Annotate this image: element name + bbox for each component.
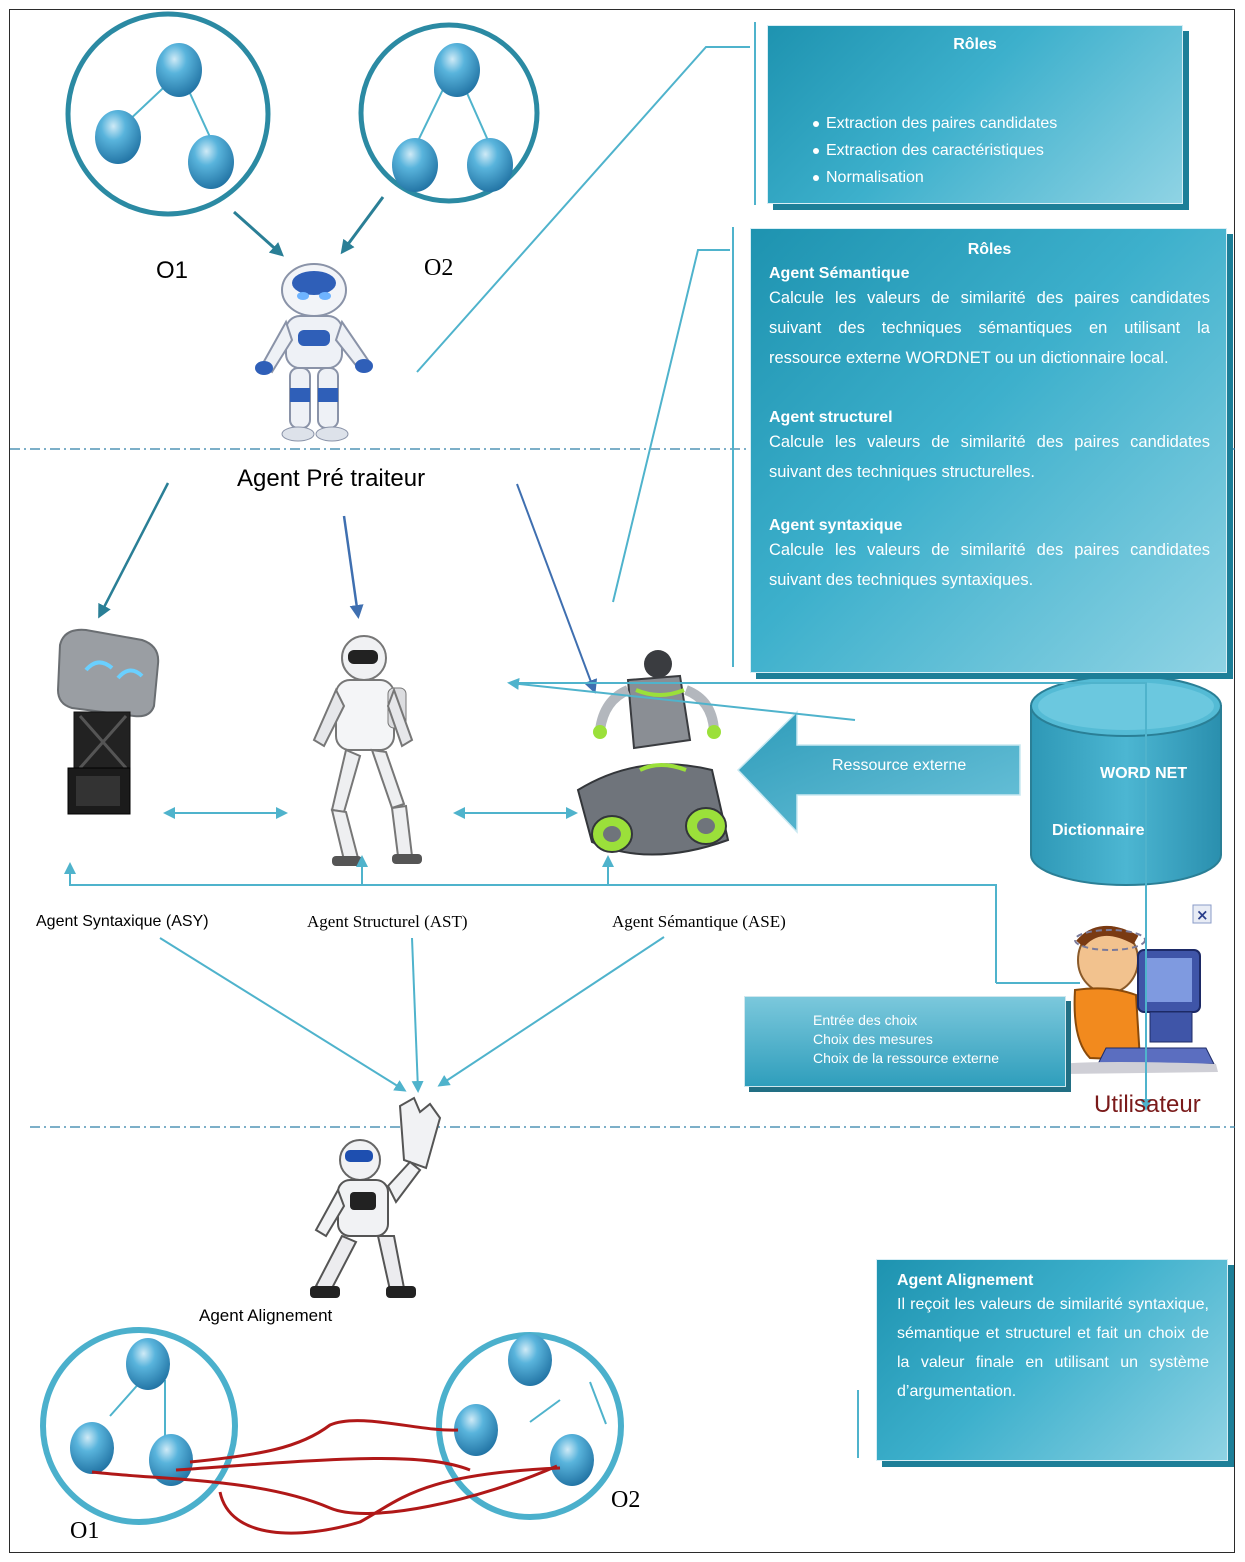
agent-preprocessor-label: Agent Pré traiteur: [237, 465, 426, 492]
external-resource-arrow: [736, 710, 1021, 834]
dictionary-label: Dictionnaire: [1052, 822, 1145, 839]
ontology-o2-top: [358, 22, 540, 204]
ontology-o2-bottom: [436, 1332, 624, 1520]
roles-box-1-item: Extraction des paires candidates: [813, 110, 1182, 137]
roles-box-agents: Rôles Agent Sémantique Calcule les valeu…: [750, 228, 1227, 673]
arrow-syntactic-to-alignment: [159, 937, 407, 1092]
arrow-pre-to-syntactic: [98, 482, 170, 619]
user-choice-item: Entrée des choix: [813, 1012, 918, 1028]
robot-structural-icon: [312, 635, 422, 866]
user-label: Utilisateur: [1094, 1091, 1201, 1118]
arrow-pre-to-semantic: [516, 483, 598, 694]
arrow-alignment-to-user: [510, 682, 1152, 1111]
roles-box-2-title: Rôles: [967, 241, 1012, 258]
user-feedback-bus: [64, 862, 997, 983]
syntactic-role-text: Calcule les valeurs de similarité des pa…: [769, 541, 1210, 589]
alignment-role-title: Agent Alignement: [897, 1272, 1034, 1289]
database-cylinder-icon: [1030, 675, 1222, 886]
wordnet-label: WORD NET: [1100, 765, 1188, 782]
arrow-box-to-alignment-agent: [507, 677, 856, 721]
ontology-o1-bottom: [40, 1327, 238, 1525]
agent-structural-label: Agent Structurel (AST): [307, 912, 468, 931]
user-computer-icon: ×: [1060, 904, 1218, 1074]
syntactic-role-title: Agent syntaxique: [769, 517, 903, 534]
structural-role-title: Agent structurel: [769, 409, 893, 426]
arrow-structural-to-alignment: [411, 937, 424, 1093]
user-choices-box: Entrée des choix Choix des mesures Choix…: [744, 996, 1066, 1087]
diagram-frame: [9, 9, 1235, 1553]
callout-line-roles-1: [416, 46, 750, 373]
robot-alignment-icon: [310, 1096, 442, 1298]
ontology-o2-bottom-label: O2: [611, 1487, 641, 1513]
roles-box-1-item: Normalisation: [813, 164, 1182, 191]
external-resource-label: Ressource externe: [832, 757, 967, 774]
callout-line-roles-2: [612, 249, 730, 603]
alignment-role-text: Il reçoit les valeurs de similarité synt…: [897, 1296, 1209, 1400]
user-choice-item: Choix des mesures: [813, 1031, 933, 1047]
structural-role-text: Calcule les valeurs de similarité des pa…: [769, 433, 1210, 481]
ontology-o1-bottom-label: O1: [70, 1518, 100, 1544]
semantic-role-text: Calcule les valeurs de similarité des pa…: [769, 289, 1210, 367]
ontology-o1-top: [65, 11, 271, 217]
roles-box-1-item: Extraction des caractéristiques: [813, 137, 1182, 164]
alignment-role-box: Agent Alignement Il reçoit les valeurs d…: [876, 1259, 1228, 1461]
ontology-o2-top-label: O2: [424, 255, 454, 281]
arrow-semantic-to-alignment: [437, 936, 665, 1087]
ontology-o1-top-label: O1: [156, 257, 189, 284]
agent-syntactic-label: Agent Syntaxique (ASY): [36, 913, 209, 930]
roles-box-1-list: Extraction des paires candidates Extract…: [768, 110, 1182, 191]
robot-preprocessor-icon: [255, 263, 373, 442]
arrow-o2-to-preprocessor: [340, 196, 385, 255]
roles-box-preprocessor: Rôles Extraction des paires candidates E…: [767, 25, 1183, 204]
alignment-match-curves: [91, 1419, 561, 1535]
robot-semantic-icon: [576, 650, 730, 856]
user-choice-item: Choix de la ressource externe: [813, 1050, 999, 1066]
agent-alignment-label: Agent Alignement: [199, 1306, 333, 1325]
semantic-role-title: Agent Sémantique: [769, 265, 910, 282]
arrow-pre-to-structural: [342, 515, 364, 619]
robot-syntactic-icon: [56, 628, 160, 815]
svg-text:×: ×: [1196, 906, 1209, 924]
agent-semantic-label: Agent Sémantique (ASE): [612, 912, 786, 931]
arrow-o1-to-preprocessor: [233, 210, 284, 257]
roles-box-1-title: Rôles: [953, 36, 997, 53]
